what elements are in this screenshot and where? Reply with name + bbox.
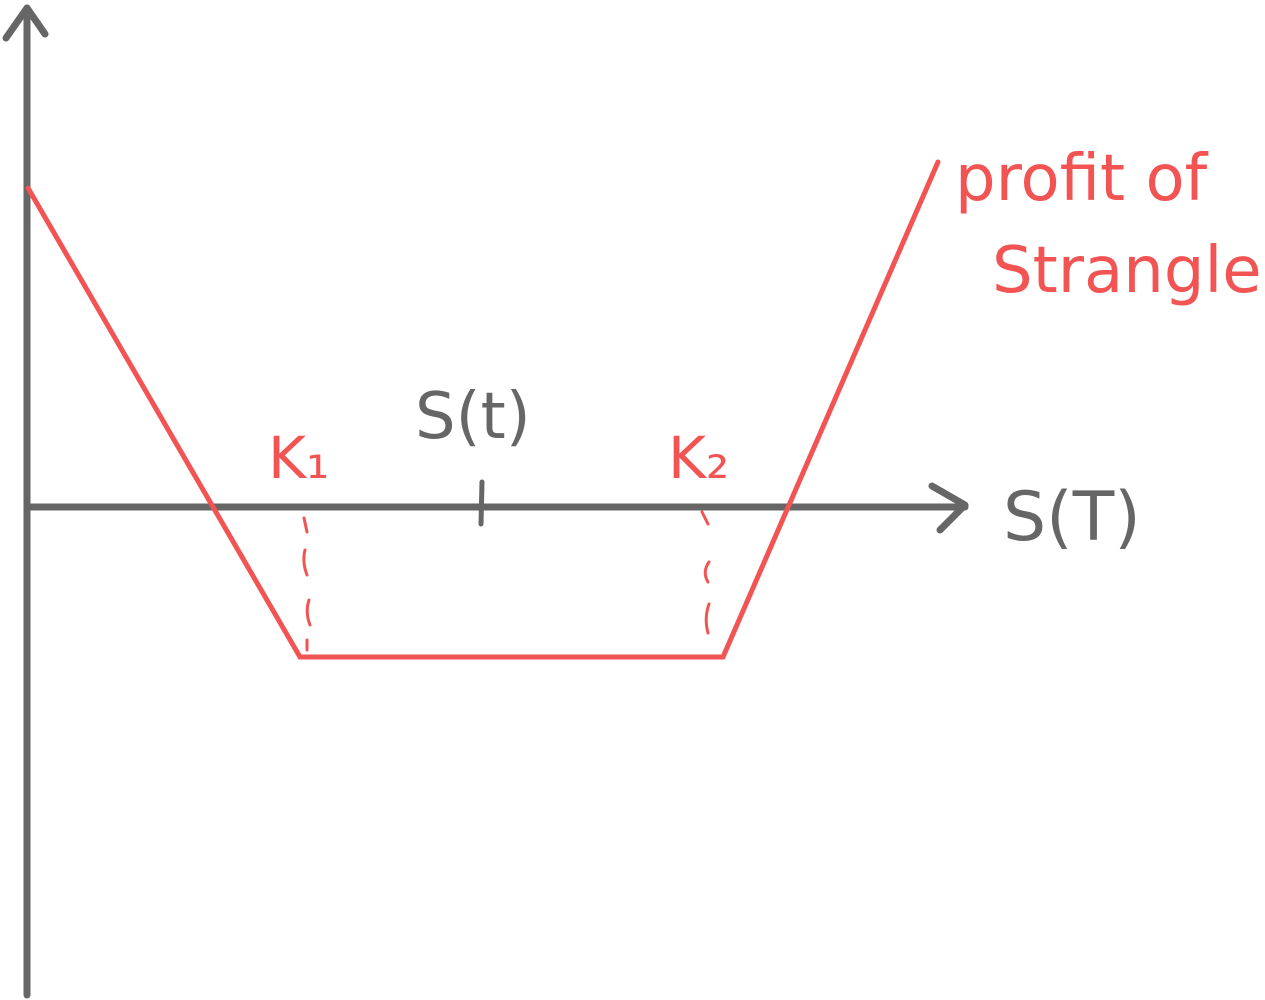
payoff-line <box>25 159 941 660</box>
vertical-axis <box>2 4 49 999</box>
k2-dashed-guide-1 <box>700 510 710 526</box>
k2-label: K₂ <box>668 424 729 492</box>
k2-dashed-guide-2 <box>703 560 711 584</box>
k1-dashed-guide-1 <box>302 516 309 534</box>
k1-label: K₁ <box>268 424 329 492</box>
k1-dashed-guide-2 <box>302 548 309 577</box>
k2-dashed-guide-3 <box>704 602 711 635</box>
strike-guides <box>302 510 711 652</box>
caption-line-2: Strangle. <box>992 234 1265 308</box>
horizontal-axis <box>26 482 969 534</box>
vertical-axis-arrowhead <box>2 4 49 42</box>
k1-dashed-guide-3 <box>305 598 312 627</box>
horizontal-axis-arrowhead <box>928 482 969 534</box>
s-T-axis-label: S(T) <box>1003 478 1141 557</box>
caption-line-1: profit of <box>955 142 1209 216</box>
s-t-label: S(t) <box>415 380 531 454</box>
s-t-tick <box>478 479 485 527</box>
